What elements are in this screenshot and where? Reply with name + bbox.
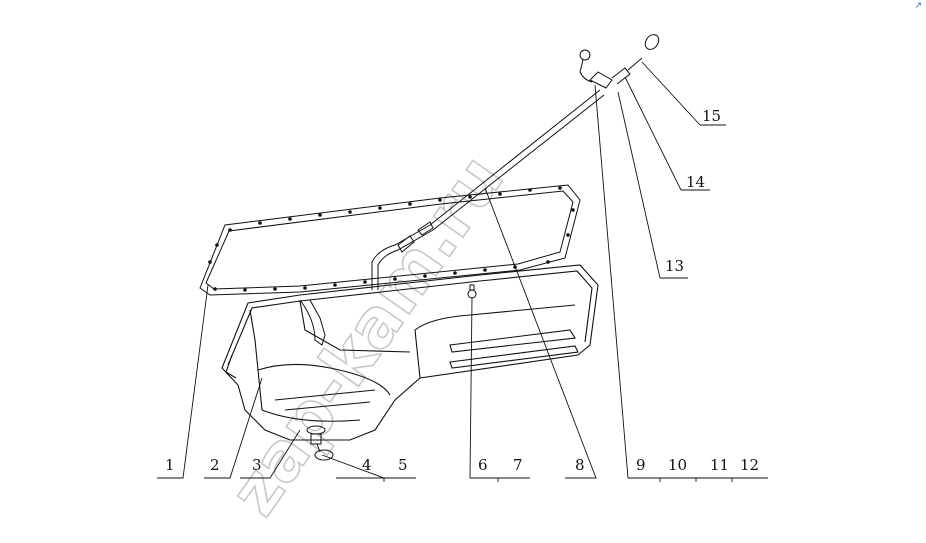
dipstick-head (579, 34, 660, 89)
callout-11: 11 (710, 456, 729, 474)
callout-12: 12 (740, 456, 759, 474)
dipstick-tube (299, 89, 605, 346)
callout-14: 14 (686, 173, 705, 191)
callout-10: 10 (668, 456, 687, 474)
callout-7: 7 (513, 456, 523, 474)
callout-13: 13 (665, 257, 684, 275)
oil-pan (221, 264, 599, 441)
gasket (199, 184, 581, 296)
callout-9: 9 (636, 456, 646, 474)
callout-labels: 1 2 3 4 5 6 7 8 9 10 11 12 13 14 15 (165, 107, 759, 474)
callout-15: 15 (702, 107, 721, 125)
callout-5: 5 (398, 456, 408, 474)
callout-1: 1 (165, 456, 175, 474)
callout-4: 4 (362, 456, 372, 474)
mounting-bolt (467, 284, 477, 299)
leader-lines (157, 61, 768, 482)
callout-3: 3 (252, 456, 262, 474)
callout-8: 8 (575, 456, 585, 474)
callout-2: 2 (210, 456, 220, 474)
corner-mark: ↗ (914, 1, 922, 11)
callout-6: 6 (478, 456, 488, 474)
drain-plug (306, 425, 334, 461)
